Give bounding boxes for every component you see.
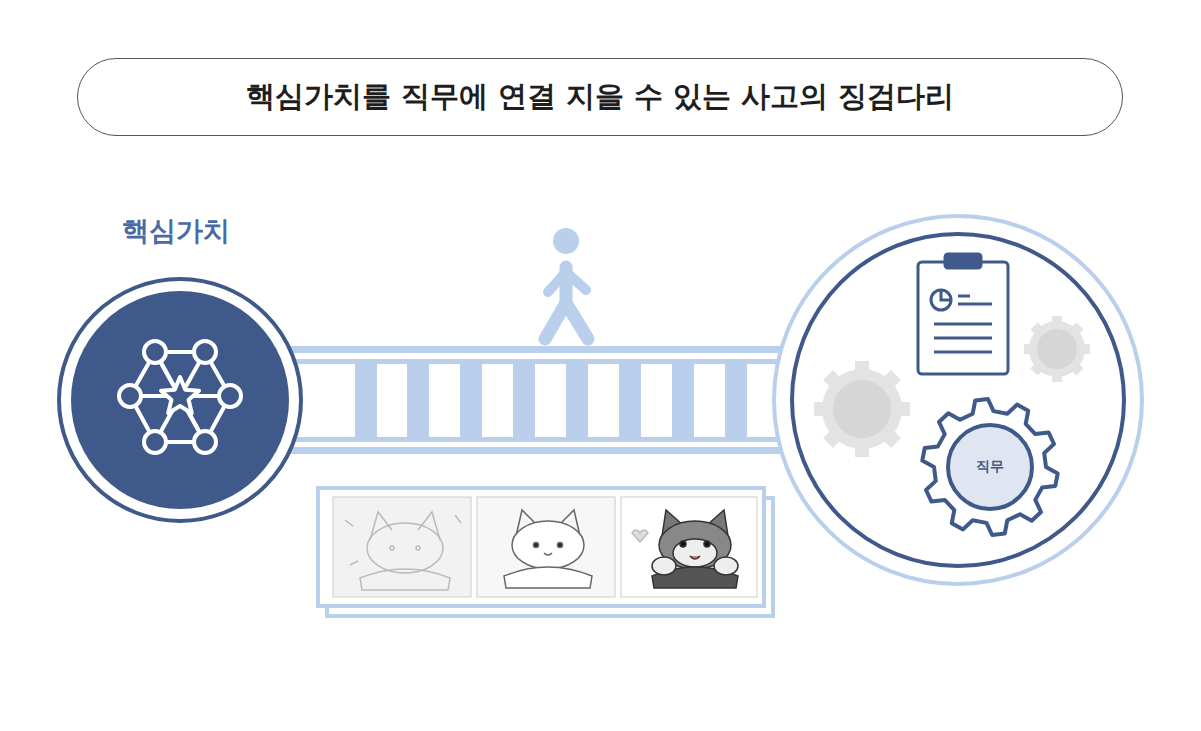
core-value-circle: 핵심가치: [55, 275, 305, 525]
node-label: 직무: [976, 458, 1004, 476]
title: 핵심가치를 직무에 연결 지을 수 있는 사고의 징검다리: [246, 77, 955, 117]
node-shape: [55, 275, 305, 525]
walker-figure: [545, 228, 588, 339]
node-heading: 핵심가치: [122, 213, 230, 249]
job-gear: 직무: [952, 429, 1028, 505]
bridge: [290, 346, 810, 454]
job-circle: [774, 216, 1142, 584]
title-pill: 핵심가치를 직무에 연결 지을 수 있는 사고의 징검다리: [77, 58, 1123, 136]
image-strip: [318, 488, 773, 616]
